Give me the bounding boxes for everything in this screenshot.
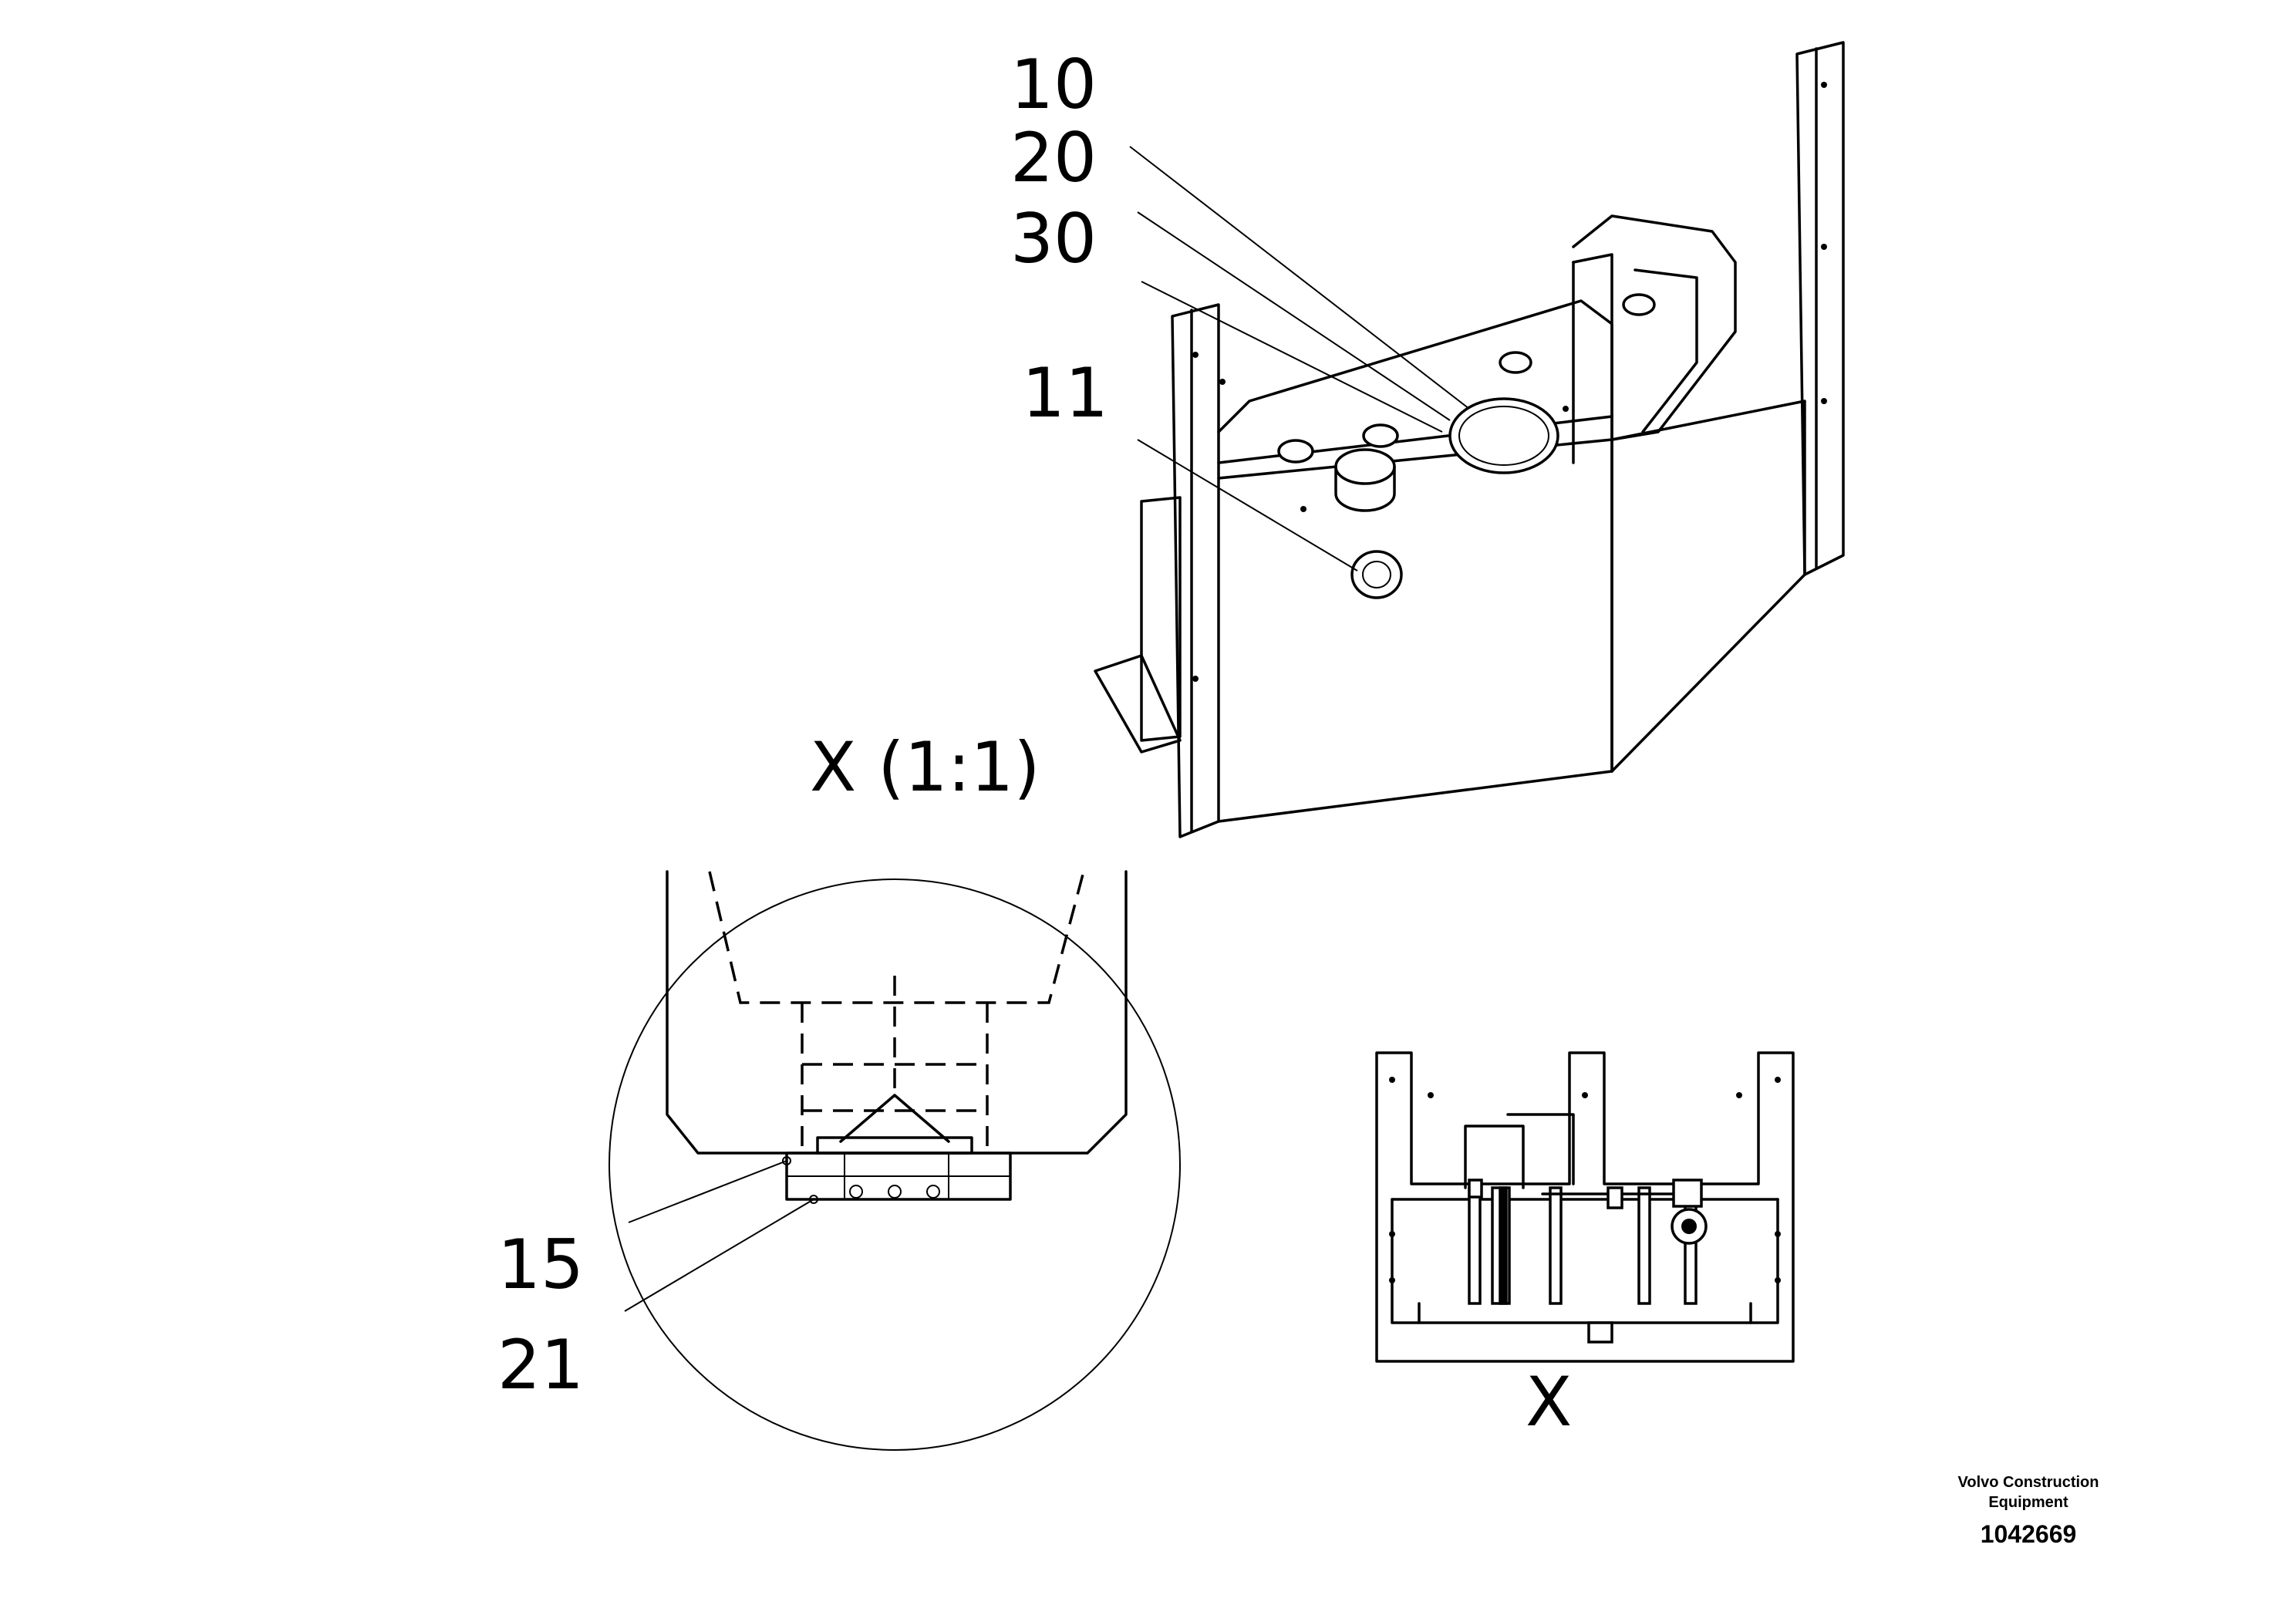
detail-view-title: X (1:1)	[810, 727, 1040, 807]
callout-20: 20	[1010, 118, 1097, 197]
callout-10: 10	[1010, 45, 1097, 124]
brand-line-1: Volvo Construction	[1958, 1474, 2099, 1491]
brand-line-2: Equipment	[1988, 1494, 2068, 1511]
main-leaders	[1129, 146, 1470, 572]
callout-21: 21	[497, 1325, 584, 1404]
title-block: Volvo Construction Equipment 1042669	[1958, 1474, 2099, 1548]
view-x	[1375, 1051, 1795, 1363]
detail-view-x	[609, 870, 1181, 1451]
callout-11: 11	[1022, 353, 1108, 433]
callout-15: 15	[497, 1225, 584, 1304]
view-x-label: X	[1526, 1362, 1572, 1442]
document-number: 1042669	[1981, 1520, 2077, 1548]
tank-bracket-assembly	[1094, 41, 1845, 838]
callout-30: 30	[1010, 199, 1097, 278]
